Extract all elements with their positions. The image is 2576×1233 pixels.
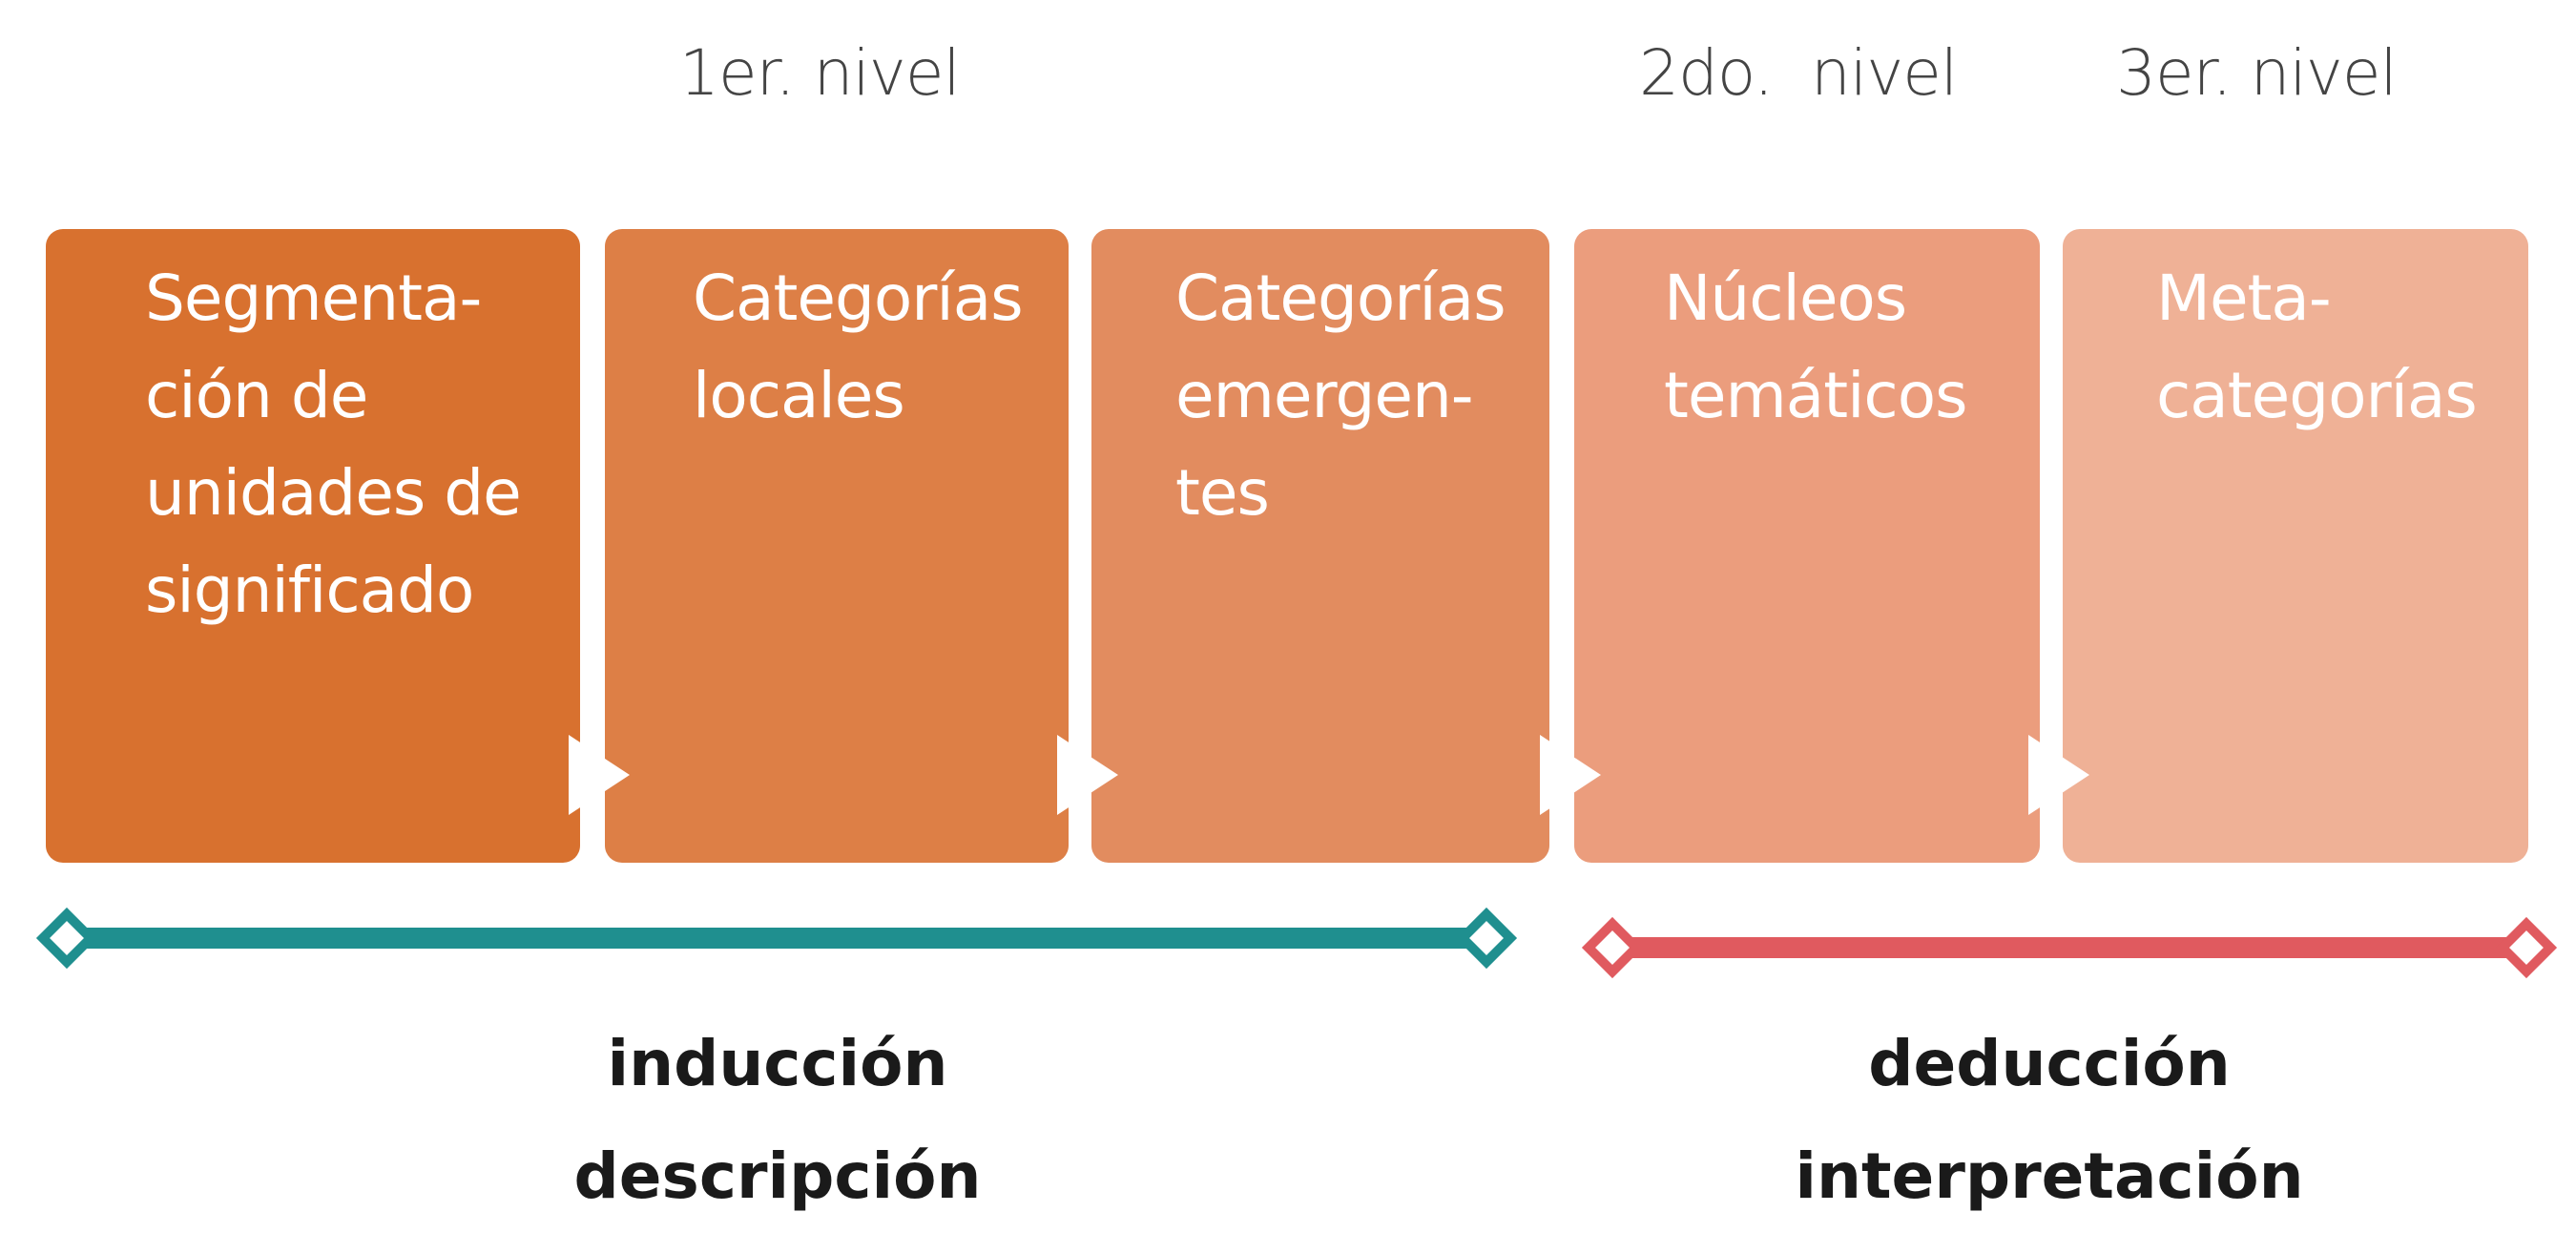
deduction-label: deducción (1868, 1027, 2231, 1100)
description-label: descripción (573, 1139, 982, 1213)
step-local-categories-box: Categorías locales (605, 229, 1069, 863)
arrow-1-2-icon (569, 735, 630, 815)
arrow-2-3-icon (1057, 735, 1118, 815)
deduction-start-diamond-icon (1581, 916, 1644, 979)
step-segmentation-box: Segmenta- ción de unidades de significad… (46, 229, 580, 863)
step-meta-categories-text: Meta- categorías (2156, 261, 2478, 432)
arrow-3-4-icon (1540, 735, 1601, 815)
level-3-label: 3er. nivel (2116, 36, 2398, 110)
deduction-end-diamond-icon (2495, 916, 2558, 979)
step-meta-categories-box: Meta- categorías (2063, 229, 2528, 863)
induction-start-diamond-icon (35, 907, 98, 970)
step-emergent-categories-box: Categorías emergen- tes (1091, 229, 1549, 863)
step-emergent-categories-text: Categorías emergen- tes (1175, 261, 1506, 530)
induction-phase-label: inducción descripción (415, 1008, 1140, 1233)
deduction-phase-label: deducción interpretación (1687, 1008, 2412, 1233)
induction-end-diamond-icon (1455, 907, 1518, 970)
arrow-4-5-icon (2028, 735, 2089, 815)
level-1-label: 1er. nivel (679, 36, 961, 110)
step-segmentation-text: Segmenta- ción de unidades de significad… (145, 261, 522, 627)
step-thematic-nuclei-text: Núcleos temáticos (1664, 261, 1968, 432)
step-local-categories-text: Categorías locales (693, 261, 1024, 432)
level-2-label: 2do. nivel (1639, 36, 1958, 110)
interpretation-label: interpretación (1795, 1139, 2304, 1213)
induction-label: inducción (607, 1027, 948, 1100)
step-thematic-nuclei-box: Núcleos temáticos (1574, 229, 2040, 863)
